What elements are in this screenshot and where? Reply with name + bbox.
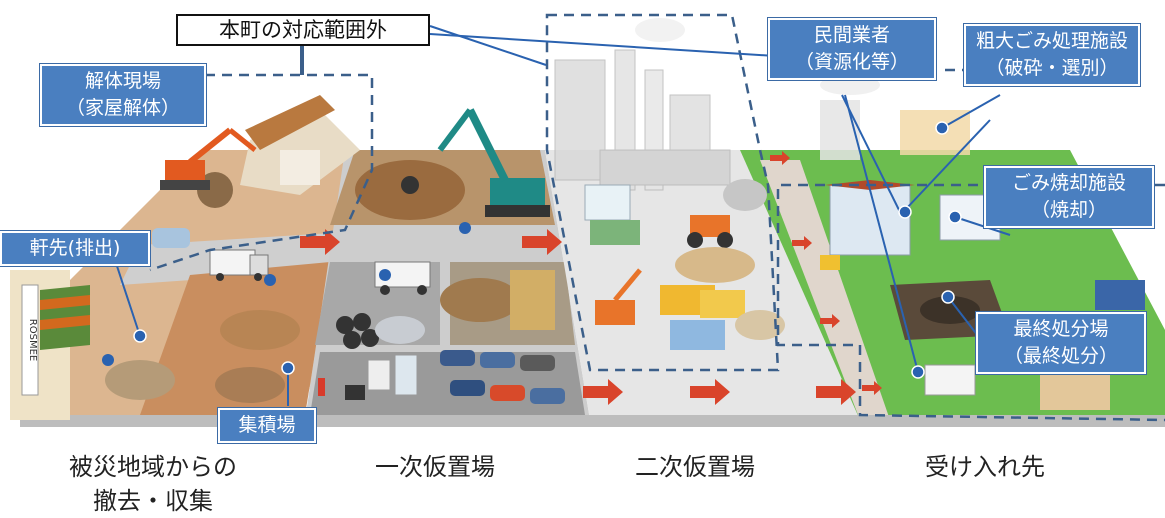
receiver-boundary <box>776 183 1165 422</box>
soil-pile <box>735 310 785 340</box>
debris-pile <box>220 310 300 350</box>
stage-caption-primary-site: 一次仮置場 <box>375 453 495 481</box>
leader-dot <box>948 210 962 224</box>
incineration-plant-temporary <box>554 18 731 191</box>
excavator-demolition <box>160 127 257 190</box>
private-contractor-label-line1: 民間業者 <box>813 24 890 46</box>
green-truck <box>590 220 640 245</box>
private-contractor-label: 民間業者 （資源化等） <box>767 17 937 81</box>
incinerator-building <box>829 184 911 256</box>
flow-arrow <box>522 229 562 255</box>
leader-dot <box>281 361 295 375</box>
stage-caption-removal: 被災地域からの 撤去・収集 <box>38 450 268 518</box>
flow-arrow <box>690 379 730 405</box>
incineration-facility-label: ごみ焼却施設 （焼却） <box>983 165 1155 229</box>
orange-loader <box>687 215 733 248</box>
worker <box>102 354 114 366</box>
leader-dot <box>133 329 147 343</box>
debris-pile <box>105 360 175 400</box>
stage-caption-secondary-site: 二次仮置場 <box>635 453 755 481</box>
demolition-site-label: 解体現場 （家屋解体） <box>39 63 207 127</box>
private-contractor-label-line2: （資源化等） <box>794 51 909 73</box>
blue-car <box>152 228 190 248</box>
conveyor-machine <box>700 290 745 318</box>
tv-monitor <box>345 385 365 400</box>
flow-arrow <box>820 314 840 328</box>
appliance <box>367 359 391 391</box>
blue-building-right <box>1095 280 1145 310</box>
blue-container <box>670 320 725 350</box>
final-disposal-site-label-line2: （最終処分） <box>1003 345 1118 367</box>
sorting-building <box>584 184 631 221</box>
incineration-facility-label-line2: （焼却） <box>1030 199 1107 221</box>
receiver-road <box>760 160 890 420</box>
secondary-site-boundary <box>545 13 780 372</box>
demolition-site-label-line1: 解体現場 <box>84 70 161 92</box>
small-truck <box>209 249 269 281</box>
stage-caption-removal-line2: 撤去・収集 <box>93 487 213 515</box>
demolition-boundary <box>149 73 374 272</box>
worker <box>379 269 391 281</box>
worker <box>459 222 471 234</box>
warehouse <box>1040 370 1110 410</box>
final-disposal-site-label: 最終処分場 （最終処分） <box>975 311 1147 375</box>
leader-dot <box>941 290 955 304</box>
leader-dot <box>935 121 949 135</box>
forklift <box>820 255 840 270</box>
outside-scope-label: 本町の対応範囲外 <box>176 14 430 46</box>
stage-caption-receiver: 受け入れ先 <box>925 453 1045 481</box>
flow-arrow <box>816 379 856 405</box>
final-disposal-site-label-line1: 最終処分場 <box>1013 318 1109 340</box>
orange-crusher <box>595 268 642 325</box>
flow-arrow <box>770 151 790 165</box>
dark-pile <box>920 296 980 324</box>
flow-arrows <box>300 151 882 405</box>
fire-extinguisher <box>318 378 325 396</box>
ground-bottom-edge <box>20 415 1165 427</box>
lumber-stack <box>510 270 555 330</box>
demolition-site-label-line2: （家屋解体） <box>65 97 180 119</box>
leader-dots <box>133 121 962 379</box>
flow-arrow <box>862 381 882 395</box>
flow-arrow <box>300 229 340 255</box>
scrap-metal-pile <box>375 316 425 344</box>
leader-dot <box>911 365 925 379</box>
debris-pile <box>215 367 285 403</box>
refrigerator <box>394 354 418 396</box>
worker <box>264 274 276 286</box>
store-sign-text: ROSMEE <box>27 319 38 361</box>
leader-lines <box>114 25 1011 406</box>
rock-pile <box>723 179 767 211</box>
incineration-facility-label-line1: ごみ焼却施設 <box>1011 172 1126 194</box>
stage-caption-removal-line1: 被災地域からの <box>69 453 237 481</box>
tire-pile <box>336 313 379 349</box>
flow-arrow <box>583 379 623 405</box>
bulky-waste-facility-label-line1: 粗大ごみ処理施設 <box>975 30 1128 52</box>
store-building: ROSMEE <box>10 270 90 420</box>
bulky-waste-facility-label-line2: （破砕・選別） <box>985 57 1119 79</box>
bulky-waste-facility-label: 粗大ごみ処理施設 （破砕・選別） <box>963 23 1141 87</box>
leader-dot <box>898 205 912 219</box>
tire-icon <box>401 176 419 194</box>
bulky-waste-plant <box>820 75 970 160</box>
collection-site-label: 集積場 <box>217 407 317 444</box>
excavator-teal <box>437 108 550 217</box>
scrapped-cars <box>440 350 565 404</box>
flow-arrow <box>792 236 812 250</box>
eaves-label: 軒先(排出) <box>0 230 151 267</box>
white-shed <box>924 364 976 396</box>
wood-debris-pile <box>440 278 520 322</box>
sorted-pile <box>675 247 755 283</box>
